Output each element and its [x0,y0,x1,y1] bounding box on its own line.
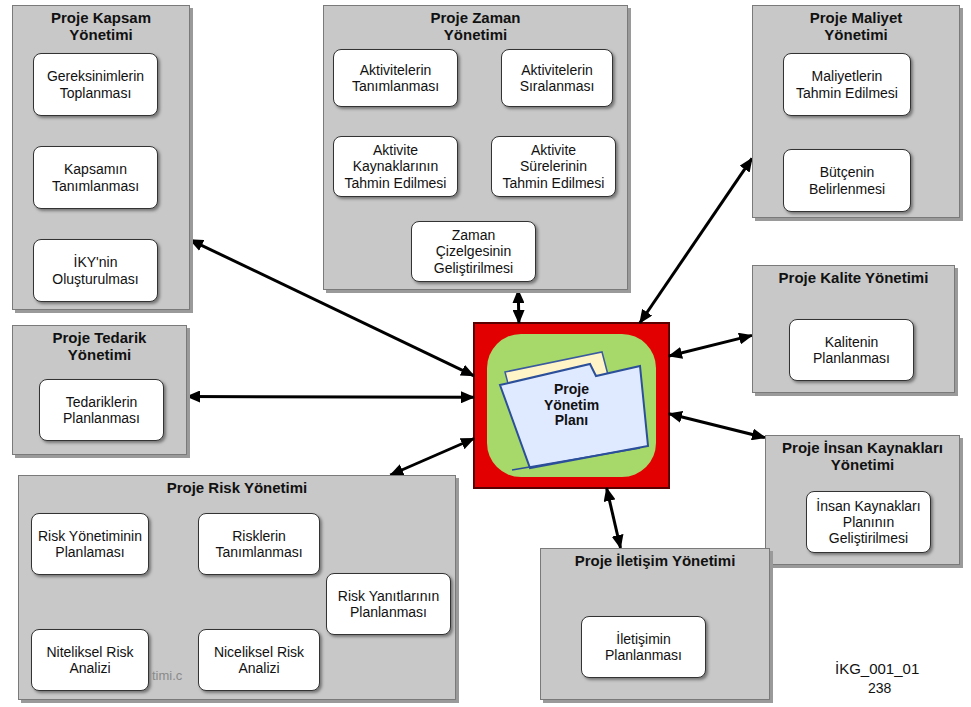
group-panel: Proje Zaman YönetimiAktivitelerin Tanıml… [323,5,628,290]
process-box: Aktivitelerin Sıralanması [501,49,613,107]
box-label: Kapsamın Tanımlanması [38,161,153,193]
process-box: Risklerin Tanımlanması [198,513,320,575]
panel-title: Proje İletişim Yönetimi [570,553,740,570]
box-label: Risk Yönetiminin Planlaması [36,528,144,560]
connector-arrow [517,290,521,323]
group-panel: Proje Tedarik YönetimiTedariklerin Planl… [12,325,187,455]
plan-box: Proje Yönetim Planı [474,323,669,488]
folder-front [500,364,648,468]
red-frame [474,323,669,488]
watermark: timi.c [152,668,182,683]
group-panel: Proje Risk YönetimiRisk Yönetiminin Plan… [18,475,456,700]
box-label: İnsan Kaynakları Planının Geliştirilmesi [811,498,926,546]
box-label: Aktivite Kaynaklarının Tahmin Edilmesi [338,142,453,190]
connector-arrow [187,395,474,399]
group-panel: Proje İletişim Yönetimiİletişimin Planla… [540,548,770,700]
doc-code: İKG_001_01 [835,660,919,677]
process-box: Gereksinimlerin Toplanması [33,53,158,116]
process-box: Tedariklerin Planlanması [39,379,164,441]
box-label: Kalitenin Planlanması [794,334,909,366]
process-box: İnsan Kaynakları Planının Geliştirilmesi [806,491,931,553]
process-box: Niteliksel Risk Analizi [31,629,149,691]
process-box: Kalitenin Planlanması [789,319,914,381]
connector-arrow [669,414,765,438]
process-box: Aktivite Kaynaklarının Tahmin Edilmesi [333,136,458,197]
connector-arrow [607,488,621,548]
process-box: Maliyetlerin Tahmin Edilmesi [783,53,911,116]
box-label: Aktivitelerin Sıralanması [506,62,608,94]
box-label: Maliyetlerin Tahmin Edilmesi [788,68,906,100]
page-number: 238 [868,680,891,696]
box-label: Risklerin Tanımlanması [203,528,315,560]
group-panel: Proje Kapsam YönetimiGereksinimlerin Top… [12,5,190,310]
process-box: Bütçenin Belirlenmesi [783,149,911,212]
group-panel: Proje Maliyet YönetimiMaliyetlerin Tahmi… [752,5,960,218]
panel-title: Proje Tedarik Yönetimi [25,330,175,364]
box-label: İletişimin Planlanması [586,631,701,663]
panel-title: Proje Kalite Yönetimi [779,270,929,287]
process-box: Risk Yanıtlarının Planlanması [326,573,451,635]
box-label: Tedariklerin Planlanması [44,394,159,426]
box-label: Niteliksel Risk Analizi [36,644,144,676]
process-box: İletişimin Planlanması [581,616,706,678]
box-label: İKY'nin Oluşturulması [38,254,153,286]
connector-arrow [640,158,752,323]
box-label: Aktivitelerin Tanımlanması [338,62,453,94]
box-label: Risk Yanıtlarının Planlanması [331,588,446,620]
box-label: Zaman Çizelgesinin Geliştirilmesi [416,227,531,275]
box-label: Aktivite Sürelerinin Tahmin Edilmesi [496,142,611,190]
process-box: Zaman Çizelgesinin Geliştirilmesi [411,221,536,282]
box-label: Bütçenin Belirlenmesi [788,164,906,196]
connector-arrow [390,439,474,476]
panel-title: Proje Risk Yönetimi [87,480,387,497]
process-box: İKY'nin Oluşturulması [33,239,158,302]
connector-arrow [669,335,752,356]
process-box: Aktivitelerin Tanımlanması [333,49,458,107]
green-blob [487,334,656,477]
group-panel: Proje İnsan Kaynakları Yönetimiİnsan Kay… [765,435,960,565]
panel-title: Proje Kapsam Yönetimi [19,10,184,44]
group-panel: Proje Kalite YönetimiKalitenin Planlanma… [752,265,955,393]
panel-title: Proje İnsan Kaynakları Yönetimi [768,440,958,474]
panel-title: Proje Zaman Yönetimi [413,10,538,44]
box-label: Gereksinimlerin Toplanması [38,68,153,100]
process-box: Aktivite Sürelerinin Tahmin Edilmesi [491,136,616,197]
process-box: Risk Yönetiminin Planlaması [31,513,149,575]
box-label: Proje Yönetim Planı [536,382,608,429]
folder-edge [512,448,640,470]
box-label: Niceliksel Risk Analizi [203,644,315,676]
process-box: Niceliksel Risk Analizi [198,629,320,691]
process-box: Kapsamın Tanımlanması [33,146,158,209]
panel-title: Proje Maliyet Yönetimi [781,10,931,44]
